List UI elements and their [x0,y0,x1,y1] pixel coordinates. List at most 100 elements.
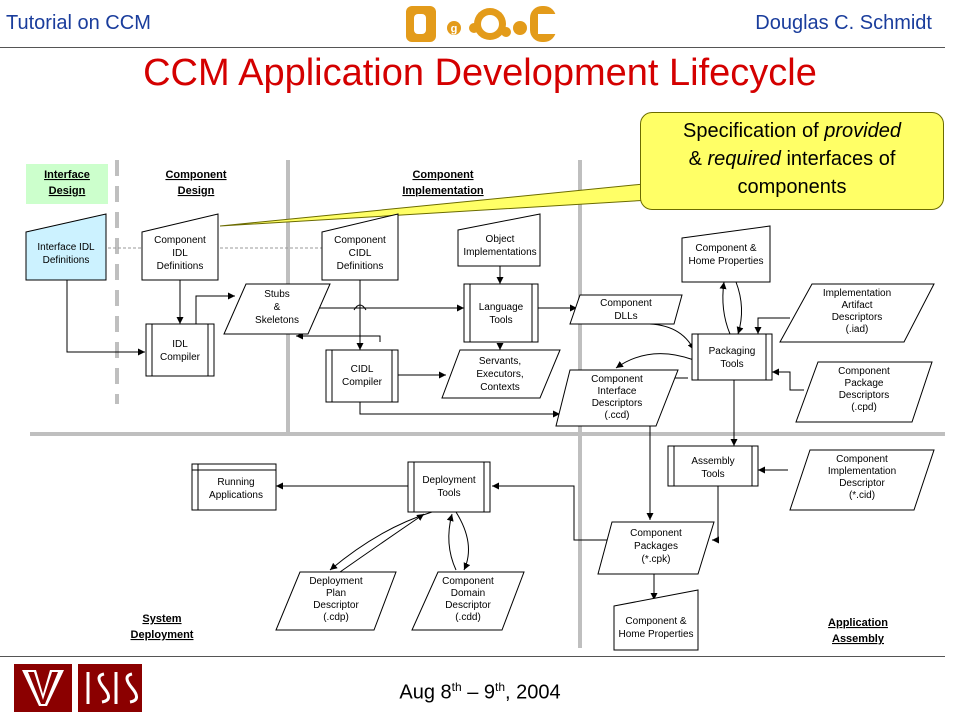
deployment-tools-node [407,461,491,513]
node-label: Compiler [160,352,201,363]
svg-text:g: g [451,23,458,35]
node-label: Interface [598,386,637,397]
phase-label: Assembly [832,633,885,645]
isis-logo [78,664,142,712]
node-label: Executors, [476,369,523,380]
callout-box: Specification of provided & required int… [640,112,944,210]
phase-label-bg [26,164,108,204]
language-tools-node [463,283,539,343]
node-label: Interface IDL [37,242,95,253]
node-label: (.cdp) [323,612,349,623]
date-text: – 9 [461,681,495,704]
node-label: Tools [437,488,460,499]
home-props-top-node [681,225,771,283]
node-label: Component [442,576,494,587]
callout-emphasis: provided [824,120,901,142]
node-label: Definitions [43,255,90,266]
node-label: CIDL [351,364,374,375]
node-label: Contexts [480,382,519,393]
date-text: , 2004 [505,681,561,704]
node-label: Domain [451,588,485,599]
phase-label: Component [412,169,473,181]
phase-label: Deployment [131,629,194,641]
node-label: Applications [209,490,263,501]
doc-group-logo: g [406,6,558,42]
node-label: Deployment [309,576,363,587]
vanderbilt-logo [14,664,72,712]
packaging-tools-node [691,333,773,381]
node-label: Implementation [823,288,891,299]
servants-node [441,349,561,399]
home-props-bottom-node [613,589,699,651]
node-label: IDL [172,248,188,259]
node-label: Component [630,528,682,539]
date-text: Aug 8 [399,681,452,704]
node-label: Component [154,235,206,246]
node-label: Running [217,477,254,488]
node-label: Packaging [709,346,756,357]
node-label: Tools [489,315,512,326]
node-label: Skeletons [255,315,299,326]
node-label: Package [845,378,884,389]
phase-label: Interface [44,169,90,181]
impl-artifact-node [779,283,935,343]
phase-label: Component [165,169,226,181]
node-label: Descriptors [832,312,883,323]
node-label: Home Properties [688,256,763,267]
node-label: Definitions [157,261,204,272]
node-label: Component [334,235,386,246]
node-label: (*.cid) [849,490,875,501]
node-label: Packages [634,541,678,552]
node-label: Stubs [264,289,290,300]
node-label: (.cpd) [851,402,877,413]
domain-desc-node [411,571,525,631]
node-label: Definitions [337,261,384,272]
page-title: CCM Application Development Lifecycle [143,52,817,94]
phase-label: Implementation [402,185,484,197]
node-label: Tools [701,469,724,480]
callout-text: Specification of [683,120,825,142]
component-idl-node [141,213,219,281]
node-label: Descriptors [592,398,643,409]
node-label: Artifact [841,300,872,311]
pkg-desc-node [795,361,933,423]
callout-emphasis: required [707,148,781,170]
node-label: Component & [695,243,756,254]
node-label: (.cdd) [455,612,481,623]
node-label: (.iad) [846,324,869,335]
phase-label: System [142,613,181,625]
object-impl-node [457,213,541,267]
node-label: Component [836,454,888,465]
node-label: Home Properties [618,629,693,640]
node-label: Component [838,366,890,377]
running-apps-node [191,463,277,511]
node-label: Descriptor [313,600,359,611]
node-label: Component [600,298,652,309]
node-label: Deployment [422,475,476,486]
node-label: Descriptors [839,390,890,401]
interface-idl-node [25,213,107,281]
stubs-node [223,283,331,335]
header-right-text: Douglas C. Schmidt [755,12,932,34]
phase-label: Design [178,185,215,197]
idl-compiler-node [145,323,215,377]
node-label: CIDL [349,248,372,259]
footer-divider [0,656,945,657]
node-label: Object [486,234,515,245]
node-label: Component [591,374,643,385]
date-suffix: th [451,680,462,694]
node-label: Implementation [828,466,896,477]
node-label: & [274,302,281,313]
phase-label: Application [828,617,888,629]
component-cidl-node [321,213,399,281]
cidl-compiler-node [325,349,399,403]
impl-desc-node [789,449,935,511]
callout-text: & [688,148,708,170]
node-label: IDL [172,339,188,350]
callout-text: components [737,176,847,198]
callout-text: interfaces of [780,148,896,170]
footer-date: Aug 8th – 9th, 2004 [0,680,960,705]
node-label: Compiler [342,377,383,388]
header-left-text: Tutorial on CCM [6,12,151,34]
